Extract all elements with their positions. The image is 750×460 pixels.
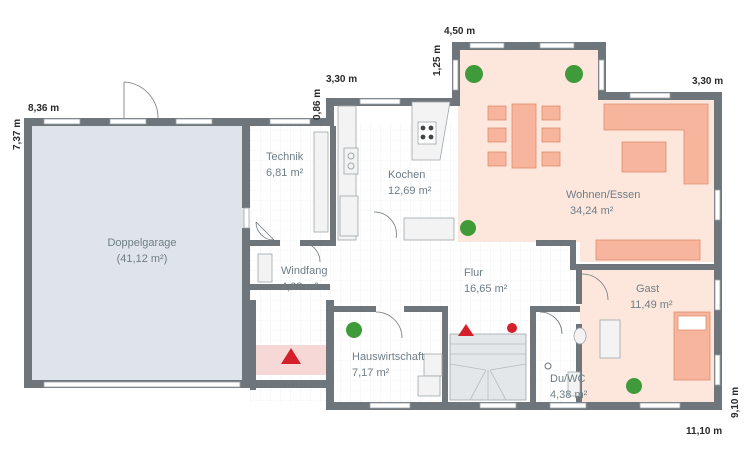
dim-garage-width: 8,36 m (28, 103, 59, 114)
windfang-door (299, 241, 321, 263)
technik-cabinet (313, 131, 329, 233)
room-label-technik: Technik (266, 151, 304, 163)
room-label-garage: Doppelgarage (107, 237, 176, 249)
dim-bay-depth: 1,25 m (432, 45, 443, 76)
room-area-flur: 16,65 m² (464, 283, 508, 295)
plant-icon (460, 220, 476, 236)
kitchen-fittings (337, 101, 455, 241)
room-area-gast: 11,49 m² (630, 299, 673, 311)
plant-icon (565, 65, 583, 83)
guest-furniture (581, 273, 711, 381)
plant-icon (465, 65, 483, 83)
technik-door (255, 221, 275, 241)
room-label-windfang: Windfang (281, 265, 327, 277)
dim-total-depth: 9,10 m (730, 387, 741, 418)
dim-wall-offset: 0,86 m (312, 89, 323, 120)
room-label-hauswirtschaft: Hauswirtschaft (352, 351, 424, 363)
living-furniture (487, 103, 709, 261)
room-area-technik: 6,81 m² (266, 167, 304, 179)
plant-icon (626, 378, 642, 394)
room-area-windfang: 4,63 m² (281, 281, 319, 293)
entrance-marker-icon (281, 348, 301, 364)
room-area-kochen: 12,69 m² (388, 185, 432, 197)
windfang-closet (257, 253, 273, 283)
plant-icon (346, 322, 362, 338)
room-label-duwc: Du/WC (550, 373, 586, 385)
room-area-garage: (41,12 m²) (117, 253, 168, 265)
dim-garage-depth: 7,37 m (12, 119, 23, 150)
dim-bay-width: 4,50 m (444, 26, 475, 37)
dim-total-width: 11,10 m (686, 426, 722, 437)
room-label-kochen: Kochen (388, 169, 425, 181)
room-area-hauswirtschaft: 7,17 m² (352, 367, 390, 379)
plants (346, 65, 642, 394)
room-area-wohnen: 34,24 m² (570, 205, 614, 217)
room-area-duwc: 4,38 m² (550, 389, 588, 401)
windows (43, 42, 721, 409)
dim-right-offset: 3,30 m (692, 76, 723, 87)
utility-fittings (375, 311, 443, 397)
stair-marker-icon (507, 323, 517, 333)
inner-walls (250, 126, 716, 406)
room-label-gast: Gast (636, 283, 659, 295)
staircase (449, 323, 527, 401)
dim-kitchen-offset: 3,30 m (326, 74, 357, 85)
room-label-wohnen: Wohnen/Essen (566, 189, 640, 201)
room-label-flur: Flur (464, 267, 483, 279)
garage-floor (30, 124, 244, 382)
garage-side-door (123, 81, 159, 119)
bathroom-fittings (539, 311, 587, 397)
stair-arrow-icon (458, 324, 474, 336)
living-floor (458, 48, 716, 262)
